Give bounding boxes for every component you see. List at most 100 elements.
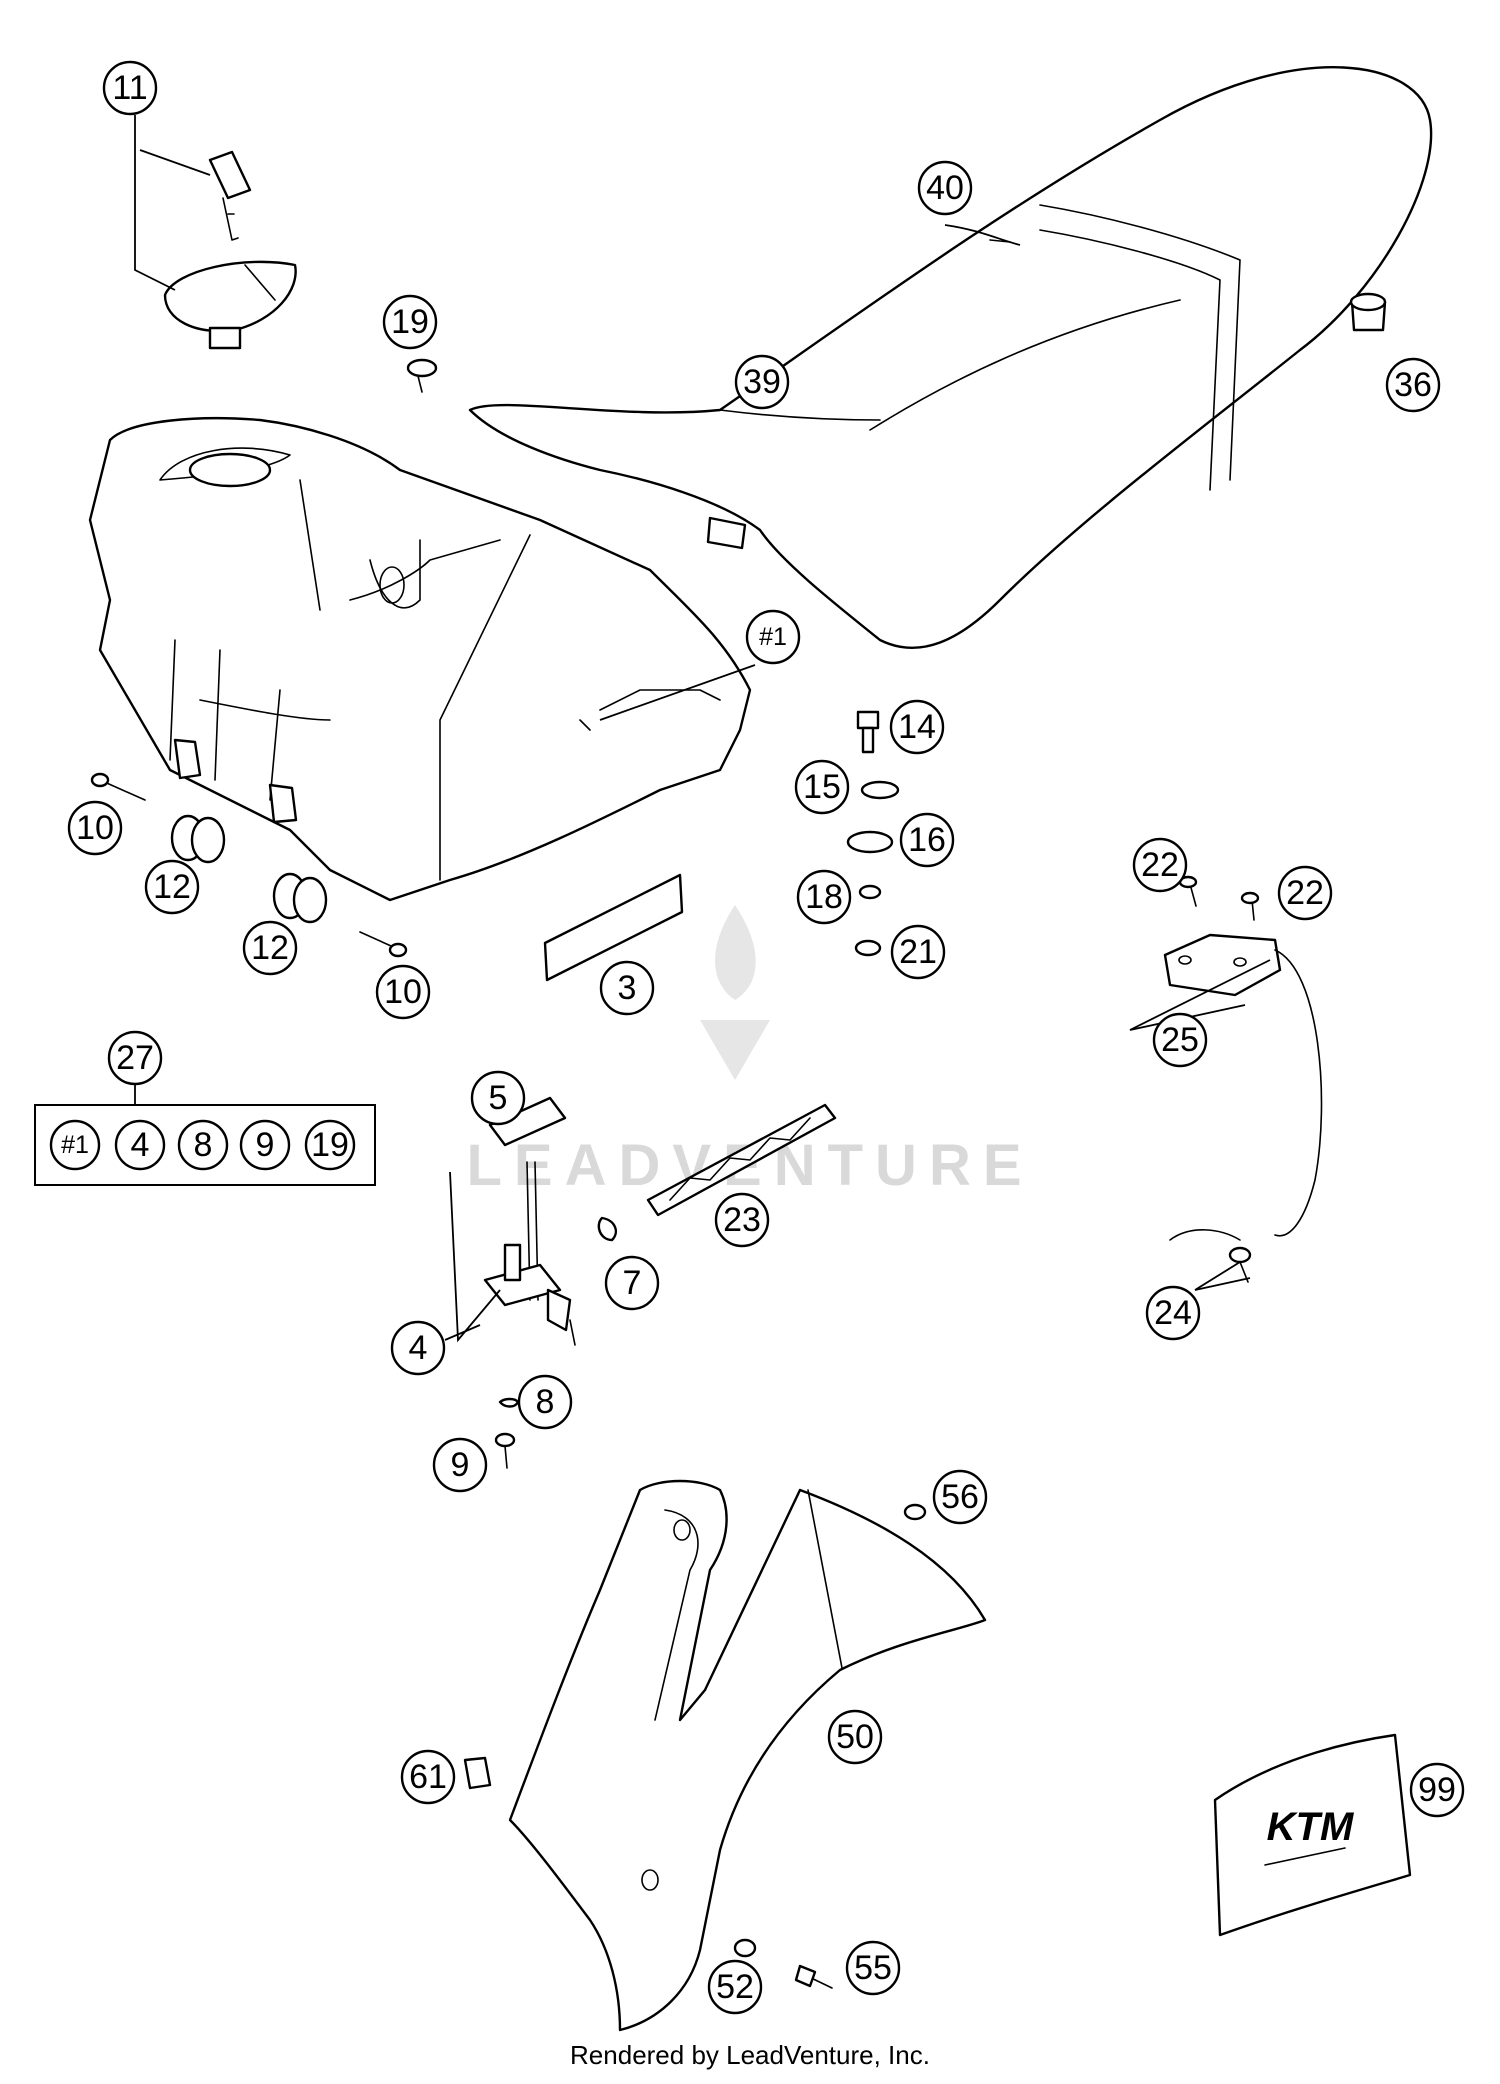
- callout-8: 8: [517, 1374, 573, 1430]
- callout-27: 27: [107, 1030, 163, 1086]
- nut-icon: [858, 884, 882, 900]
- svg-text:15: 15: [803, 768, 841, 806]
- callout-5: 5: [470, 1070, 526, 1126]
- svg-text:8: 8: [536, 1383, 555, 1421]
- kit-item: 8: [177, 1119, 229, 1171]
- gasket-icon: [488, 1096, 567, 1147]
- svg-text:61: 61: [409, 1758, 447, 1796]
- kit-item: 4: [114, 1119, 166, 1171]
- washer-icon: [860, 780, 900, 800]
- svg-text:14: 14: [898, 708, 936, 746]
- callout-12: 12: [242, 920, 298, 976]
- screw-icon: [1240, 891, 1260, 921]
- grommet-icon: [272, 872, 328, 924]
- side-panel-icon: [508, 1479, 987, 2032]
- rubber-bumper-icon: [1349, 292, 1387, 332]
- svg-text:22: 22: [1141, 846, 1179, 884]
- svg-text:25: 25: [1161, 1021, 1199, 1059]
- svg-text:36: 36: [1394, 366, 1432, 404]
- fuel-tap-icon: [483, 1161, 576, 1346]
- callout-4: 4: [390, 1320, 446, 1376]
- washer-icon: [846, 830, 894, 854]
- svg-text:18: 18: [805, 878, 843, 916]
- seat-icon: [468, 66, 1433, 649]
- callout-52: 52: [707, 1959, 763, 2015]
- svg-text:40: 40: [926, 169, 964, 207]
- washer-icon: [854, 939, 882, 957]
- callout-22: 22: [1277, 865, 1333, 921]
- callout-22: 22: [1132, 837, 1188, 893]
- svg-text:16: 16: [908, 821, 946, 859]
- screw-icon: [1178, 875, 1198, 907]
- svg-text:10: 10: [384, 973, 422, 1011]
- callout-7: 7: [604, 1255, 660, 1311]
- logo-sticker-icon: KTM: [1213, 1733, 1412, 1937]
- callout-19: 19: [382, 294, 438, 350]
- clip-nut-icon: [463, 1756, 492, 1790]
- svg-text:19: 19: [391, 303, 429, 341]
- foam-strip-icon: [543, 873, 684, 982]
- callout-23: 23: [714, 1192, 770, 1248]
- key-icon: [208, 150, 252, 241]
- svg-text:12: 12: [251, 929, 289, 967]
- logo-text: KTM: [1267, 1805, 1355, 1849]
- svg-text:52: 52: [716, 1968, 754, 2006]
- bolt-icon: [794, 1964, 833, 1989]
- callout-16: 16: [899, 812, 955, 868]
- svg-text:19: 19: [311, 1126, 349, 1164]
- svg-text:21: 21: [899, 933, 937, 971]
- svg-text:4: 4: [131, 1126, 150, 1164]
- washer-icon: [733, 1938, 757, 1958]
- callout-50: 50: [827, 1709, 883, 1765]
- kit-contents: #1 4 8 9 19: [49, 1119, 356, 1171]
- callout-40: 40: [917, 160, 973, 216]
- callout-9: 9: [432, 1437, 488, 1493]
- callout-14: 14: [889, 699, 945, 755]
- kit-item: #1: [49, 1119, 101, 1171]
- callout-21: 21: [890, 924, 946, 980]
- svg-text:55: 55: [854, 1949, 892, 1987]
- callout-25: 25: [1152, 1012, 1208, 1068]
- callout-tank: #1: [745, 609, 801, 665]
- callout-15: 15: [794, 759, 850, 815]
- screw-icon: [494, 1432, 516, 1469]
- bolt-icon: [359, 931, 408, 958]
- kit-item: 19: [304, 1119, 356, 1171]
- callout-55: 55: [845, 1940, 901, 1996]
- kit-item: 9: [239, 1119, 291, 1171]
- svg-text:27: 27: [116, 1039, 154, 1077]
- fuel-tank-icon: [88, 416, 752, 902]
- svg-text:39: 39: [743, 363, 781, 401]
- callout-39: 39: [734, 354, 790, 410]
- callout-24: 24: [1145, 1285, 1201, 1341]
- svg-text:12: 12: [153, 868, 191, 906]
- svg-text:9: 9: [256, 1126, 275, 1164]
- svg-text:#1: #1: [61, 1131, 89, 1159]
- svg-text:56: 56: [941, 1478, 979, 1516]
- washer-icon: [903, 1503, 927, 1521]
- svg-text:11: 11: [112, 69, 147, 107]
- footer-credit: Rendered by LeadVenture, Inc.: [570, 2040, 930, 2070]
- callout-10: 10: [375, 964, 431, 1020]
- svg-text:50: 50: [836, 1718, 874, 1756]
- bolt-icon: [856, 710, 880, 754]
- svg-text:24: 24: [1154, 1294, 1192, 1332]
- svg-text:#1: #1: [759, 623, 787, 651]
- svg-text:99: 99: [1418, 1771, 1456, 1809]
- callout-61: 61: [400, 1749, 456, 1805]
- callout-56: 56: [932, 1469, 988, 1525]
- callout-12: 12: [144, 859, 200, 915]
- o-ring-icon: [498, 1397, 520, 1408]
- callout-99: 99: [1409, 1762, 1465, 1818]
- hose-icon: [646, 1103, 837, 1217]
- screw-icon: [406, 358, 438, 393]
- svg-text:4: 4: [409, 1329, 428, 1367]
- svg-text:5: 5: [489, 1079, 508, 1117]
- svg-text:10: 10: [76, 809, 114, 847]
- callout-group: 11 40 19 39 36 #1 14 15 16 18 21 10 12 1…: [67, 60, 1465, 2015]
- callout-3: 3: [599, 960, 655, 1016]
- bolt-icon: [90, 772, 146, 801]
- svg-text:22: 22: [1286, 874, 1324, 912]
- svg-text:7: 7: [623, 1264, 642, 1302]
